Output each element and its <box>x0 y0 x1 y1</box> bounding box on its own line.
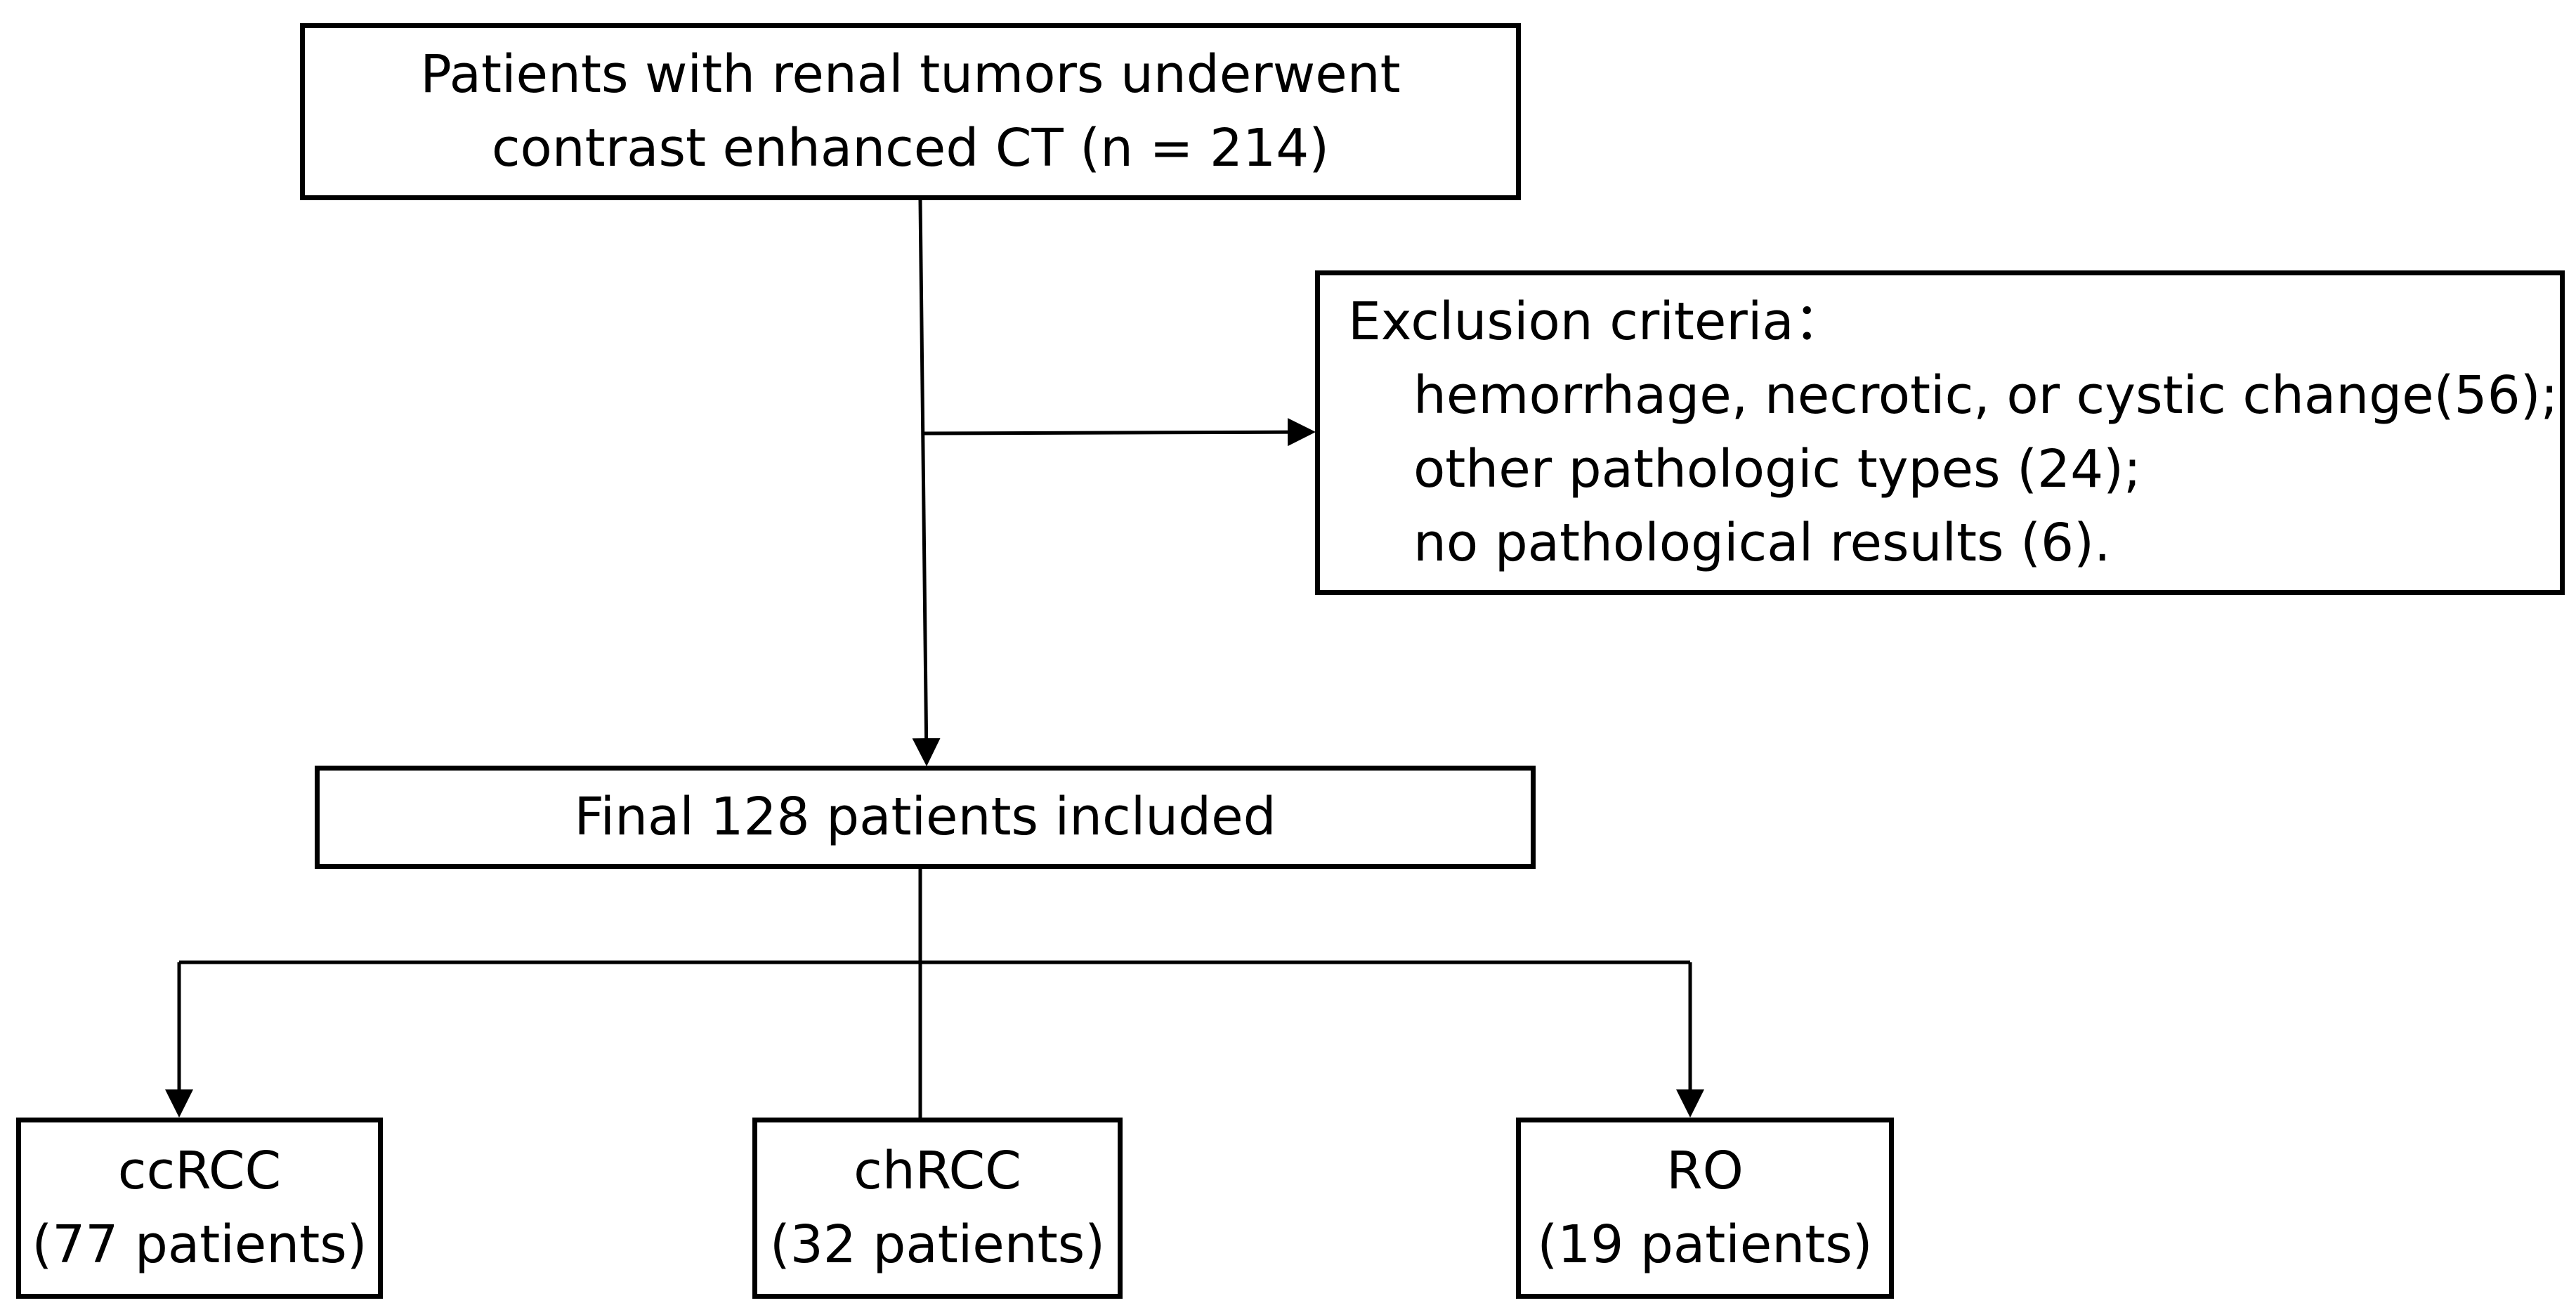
final-box-label: Final 128 patients included <box>574 787 1276 847</box>
box-patients-with-renal-tumors: Patients with renal tumors underwent con… <box>300 23 1521 200</box>
box-final-patients-included: Final 128 patients included <box>315 766 1536 869</box>
group-ccrcc-name: ccRCC <box>117 1141 282 1201</box>
box-exclusion-criteria: Exclusion criteria： hemorrhage, necrotic… <box>1315 270 2565 595</box>
top-box-line-1: Patients with renal tumors underwent <box>420 44 1401 105</box>
group-chrcc-count: (32 patients) <box>769 1214 1106 1275</box>
exclusion-item-other-types: other pathologic types (24); <box>1413 439 2141 499</box>
box-group-chrcc: chRCC (32 patients) <box>752 1118 1123 1299</box>
exclusion-item-hemorrhage: hemorrhage, necrotic, or cystic change(5… <box>1413 365 2558 426</box>
exclusion-heading: Exclusion criteria： <box>1348 292 1846 352</box>
box-group-ccrcc: ccRCC (77 patients) <box>16 1118 383 1299</box>
group-ro-name: RO <box>1666 1141 1744 1201</box>
box-group-ro: RO (19 patients) <box>1516 1118 1894 1299</box>
connector-to-exclusion <box>923 418 1316 447</box>
exclusion-item-no-results: no pathological results (6). <box>1413 513 2111 573</box>
group-chrcc-name: chRCC <box>854 1141 1021 1201</box>
connector-top-to-final <box>912 199 941 766</box>
group-ccrcc-count: (77 patients) <box>32 1214 367 1275</box>
top-box-line-2: contrast enhanced CT (n = 214) <box>491 118 1330 178</box>
group-ro-count: (19 patients) <box>1537 1214 1873 1275</box>
